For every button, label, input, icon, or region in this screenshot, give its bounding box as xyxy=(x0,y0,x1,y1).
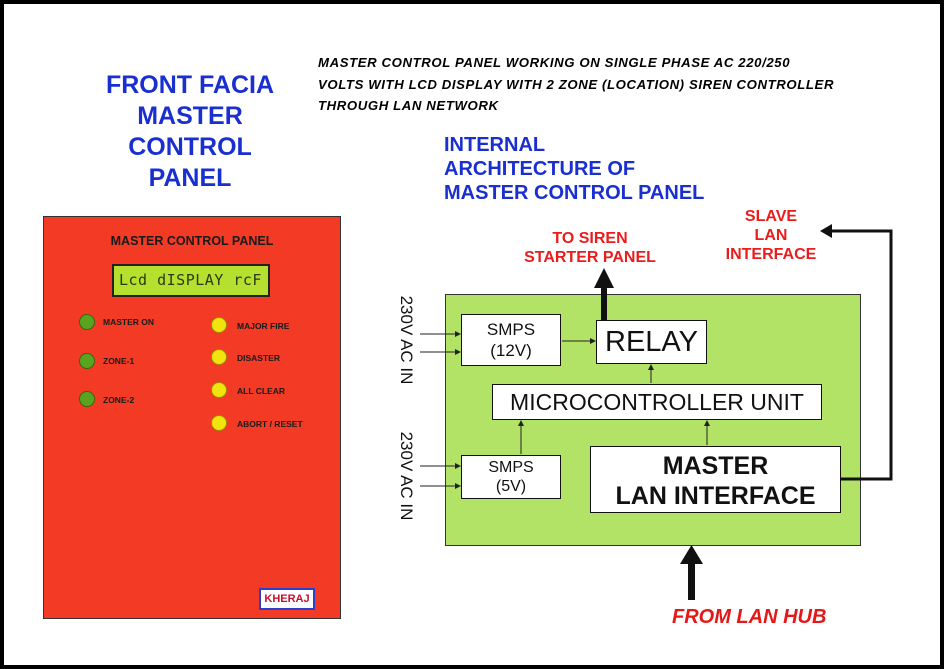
zone-2-led-icon xyxy=(79,391,95,407)
front-title-line: MASTER xyxy=(137,102,243,130)
smps-5v-line: SMPS xyxy=(488,459,534,476)
all-clear-led-icon xyxy=(211,382,227,398)
smps-12v-line: SMPS xyxy=(486,320,536,339)
indicator-label: ZONE-1 xyxy=(103,356,135,366)
to-siren-label: TO SIREN STARTER PANEL xyxy=(505,229,675,267)
description: MASTER CONTROL PANEL WORKING ON SINGLE P… xyxy=(318,52,918,117)
slave-lan-label: SLAVE LAN INTERFACE xyxy=(706,207,836,264)
front-facia-title: FRONT FACIA MASTER CONTROL PANEL xyxy=(90,70,290,194)
lan-hub-arrow-head-icon xyxy=(680,545,703,564)
major-fire-led-icon xyxy=(211,317,227,333)
description-line: VOLTS WITH LCD DISPLAY WITH 2 ZONE (LOCA… xyxy=(318,76,835,92)
microcontroller-box: MICROCONTROLLER UNIT xyxy=(492,384,822,420)
master-on-led-icon xyxy=(79,314,95,330)
slave-lan-line: INTERFACE xyxy=(725,246,817,263)
front-title-line: CONTROL xyxy=(128,133,252,161)
to-siren-line: STARTER PANEL xyxy=(524,249,656,266)
internal-architecture-title: INTERNAL ARCHITECTURE OF MASTER CONTROL … xyxy=(444,133,704,205)
description-line: MASTER CONTROL PANEL WORKING ON SINGLE P… xyxy=(318,55,791,70)
indicator-label: MAJOR FIRE xyxy=(237,321,290,331)
disaster-led-icon xyxy=(211,349,227,365)
indicator-label: ZONE-2 xyxy=(103,395,135,405)
master-lan-box: MASTER LAN INTERFACE xyxy=(590,446,841,513)
abort-reset-led-icon xyxy=(211,415,227,431)
smps-12v-box: SMPS (12V) xyxy=(461,314,561,366)
zone-1-led-icon xyxy=(79,353,95,369)
internal-title-line: ARCHITECTURE OF xyxy=(444,158,636,180)
smps-5v-line: (5V) xyxy=(495,478,527,495)
slave-arrow-head-icon xyxy=(820,224,832,238)
front-title-line: FRONT FACIA xyxy=(105,71,275,99)
front-panel: MASTER CONTROL PANEL Lcd dISPLAY rcF MAS… xyxy=(43,216,341,619)
front-title-line: PANEL xyxy=(148,164,232,192)
from-lan-hub-label: FROM LAN HUB xyxy=(672,606,827,628)
relay-box: RELAY xyxy=(596,320,707,364)
smps-12v-line: (12V) xyxy=(490,341,532,360)
siren-arrow-head-icon xyxy=(594,268,614,288)
indicator-label: ALL CLEAR xyxy=(237,386,286,396)
panel-title: MASTER CONTROL PANEL xyxy=(110,234,274,248)
master-lan-line: MASTER xyxy=(662,452,769,480)
brand-logo: KHERAJ xyxy=(259,588,315,610)
indicator-label: MASTER ON xyxy=(103,317,154,327)
internal-title-line: INTERNAL xyxy=(444,134,546,156)
master-lan-line: LAN INTERFACE xyxy=(615,482,816,510)
description-line: THROUGH LAN NETWORK xyxy=(318,98,499,113)
lcd-display: Lcd dISPLAY rcF xyxy=(112,264,270,297)
siren-arrow-shaft xyxy=(601,284,607,320)
slave-lan-wire xyxy=(832,229,893,481)
smps-5v-box: SMPS (5V) xyxy=(461,455,561,499)
slave-lan-line: LAN xyxy=(754,227,788,244)
internal-title-line: MASTER CONTROL PANEL xyxy=(444,182,705,204)
to-siren-line: TO SIREN xyxy=(552,230,628,247)
indicator-label: DISASTER xyxy=(237,353,280,363)
indicator-label: ABORT / RESET xyxy=(237,419,303,429)
slave-lan-line: SLAVE xyxy=(744,208,798,225)
lan-hub-arrow-shaft xyxy=(688,560,695,600)
